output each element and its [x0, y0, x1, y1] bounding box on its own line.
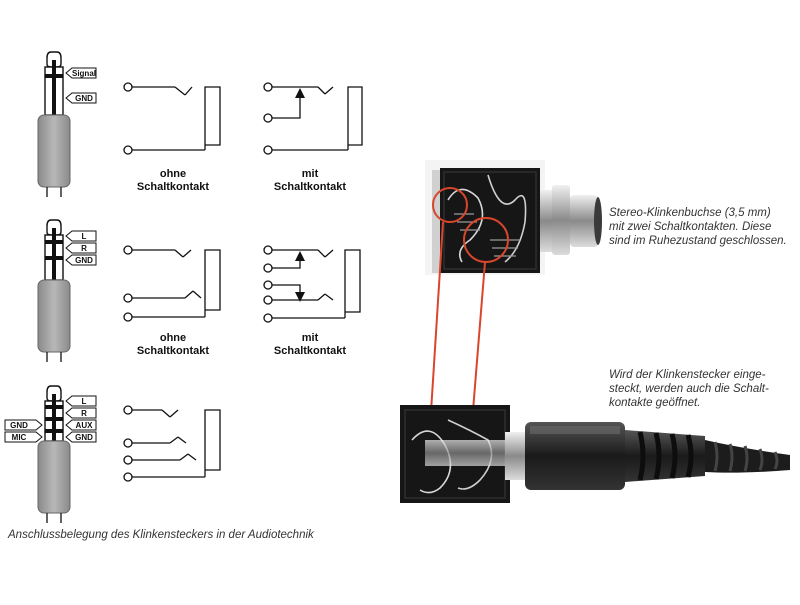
trrs-plug-tags-left: GND MIC: [4, 419, 43, 443]
caption-line: Wird der Klinkenstecker einge-: [609, 369, 766, 381]
svg-text:GND: GND: [10, 421, 28, 430]
schematic-mono-without-switch: [123, 82, 221, 155]
label-line: Schaltkontakt: [136, 181, 210, 193]
caption-line: mit zwei Schaltkontakten. Diese: [609, 221, 772, 233]
stereo-plug: [37, 219, 71, 362]
label-line: ohne: [159, 168, 187, 180]
label-line: Schaltkontakt: [273, 181, 347, 193]
label-line: mit: [301, 168, 319, 180]
svg-text:L: L: [82, 397, 87, 406]
schematic-stereo-without-switch: [123, 245, 221, 322]
svg-text:GND: GND: [75, 433, 93, 442]
svg-text:R: R: [81, 409, 87, 418]
caption-line: steckt, werden auch die Schalt-: [609, 383, 769, 395]
schematic-trrs: [123, 405, 221, 482]
plug-tag: GND: [65, 431, 97, 443]
schematic-stereo-with-switch: [263, 245, 361, 323]
mono-plug: [37, 51, 71, 197]
svg-text:Signal: Signal: [72, 69, 96, 78]
plugged-caption: Wird der Klinkenstecker einge- steckt, w…: [609, 368, 799, 410]
plug-tag: AUX: [65, 419, 97, 431]
svg-text:R: R: [81, 244, 87, 253]
label-line: ohne: [159, 332, 187, 344]
svg-text:GND: GND: [75, 256, 93, 265]
plug-tag: GND: [65, 254, 97, 266]
svg-text:L: L: [82, 232, 87, 241]
plug-tag: L: [65, 395, 97, 407]
schematic-mono-with-switch: [263, 82, 363, 155]
svg-text:GND: GND: [75, 94, 93, 103]
plug-tag: L: [65, 230, 97, 242]
caption-line: Stereo-Klinkenbuchse (3,5 mm): [609, 207, 771, 219]
plug-tag: R: [65, 242, 97, 254]
caption-line: sind im Ruhezustand geschlossen.: [609, 235, 787, 247]
plug-tag: GND: [4, 419, 43, 431]
label-mono-with-switch: mit Schaltkontakt: [255, 168, 365, 194]
plug-tag: Signal: [65, 67, 97, 79]
trrs-plug: [37, 385, 71, 523]
trrs-plug-tags-right: L R AUX GND: [65, 395, 97, 443]
plug-tag: R: [65, 407, 97, 419]
plugged-photo: [400, 405, 790, 503]
plug-tag: MIC: [4, 431, 43, 443]
label-stereo-with-switch: mit Schaltkontakt: [255, 332, 365, 358]
caption-line: kontakte geöffnet.: [609, 397, 701, 409]
plug-tag: GND: [65, 92, 97, 104]
label-line: mit: [301, 332, 319, 344]
label-line: Schaltkontakt: [136, 345, 210, 357]
label-line: Schaltkontakt: [273, 345, 347, 357]
stereo-plug-tags: L R GND: [65, 230, 97, 266]
mono-plug-tags: Signal GND: [65, 67, 97, 104]
socket-caption: Stereo-Klinkenbuchse (3,5 mm) mit zwei S…: [609, 206, 799, 248]
label-stereo-without-switch: ohne Schaltkontakt: [118, 332, 228, 358]
svg-text:MIC: MIC: [12, 433, 27, 442]
svg-text:AUX: AUX: [76, 421, 94, 430]
label-mono-without-switch: ohne Schaltkontakt: [118, 168, 228, 194]
figure-caption: Anschlussbelegung des Klinkensteckers in…: [8, 529, 314, 541]
socket-photo: [425, 160, 602, 275]
